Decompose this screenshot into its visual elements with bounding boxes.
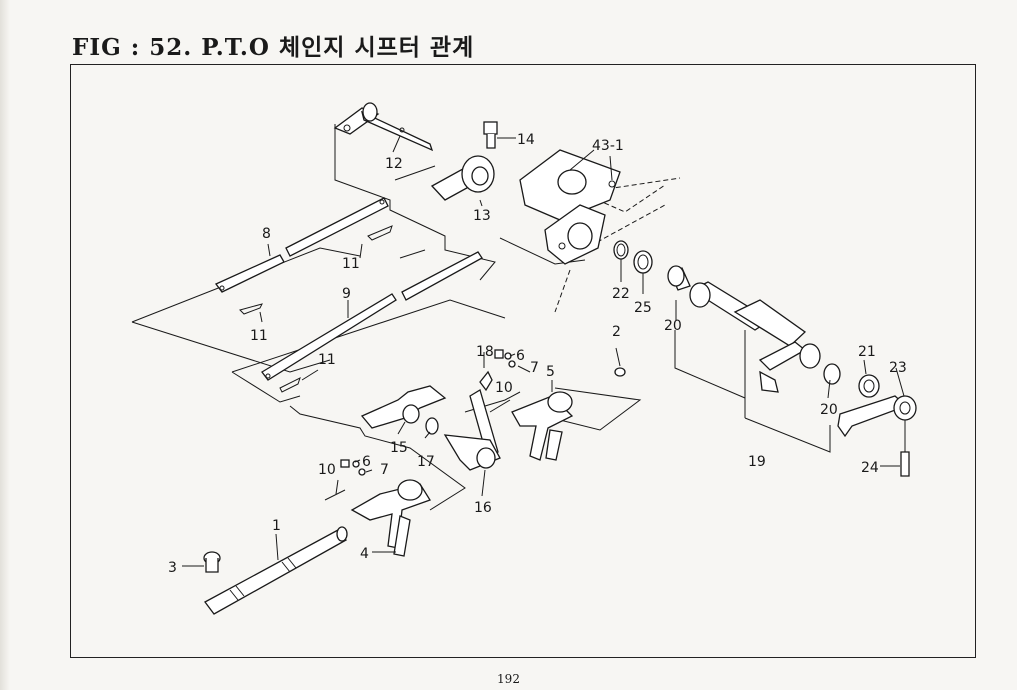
- part-10-pin-a: [489, 399, 511, 413]
- part-15b-roller: [402, 404, 420, 424]
- label-10-b: 10: [318, 462, 336, 478]
- label-25: 25: [634, 300, 652, 316]
- part-1-shift-rod: [204, 526, 348, 615]
- part-43-1-housing: [519, 149, 621, 265]
- part-11-pin-a: [367, 225, 426, 259]
- label-14: 14: [517, 132, 535, 148]
- label-3: 3: [168, 560, 177, 576]
- part-16-lever: [443, 370, 501, 471]
- part-17-ring: [425, 417, 439, 435]
- part-9-rod: [261, 251, 483, 381]
- part-24-pin: [880, 420, 910, 477]
- label-16: 16: [474, 500, 492, 516]
- label-4: 4: [360, 546, 369, 562]
- part-5-fork: [511, 391, 574, 461]
- label-11-a: 11: [342, 256, 360, 272]
- part-21-roller: [858, 374, 880, 398]
- part-10-pin-b: [324, 489, 346, 501]
- page-edge: [0, 0, 10, 690]
- figure-title: FIG : 52. P.T.O 체인지 시프터 관계: [72, 34, 475, 61]
- label-19: 19: [748, 454, 766, 470]
- part-11-pin-c: [279, 377, 301, 393]
- part-14-bolt: [483, 121, 516, 149]
- exploded-parts-diagram: 12 14 13 43-1 8 11 9 11 11 2 22 25 20 2 …: [131, 102, 917, 615]
- part-4-fork: [350, 479, 431, 557]
- label-6-a: 6: [516, 348, 525, 364]
- part-25-collar: [633, 250, 653, 294]
- part-11-pin-b: [239, 303, 263, 315]
- part-6-ball-b: [340, 459, 360, 468]
- label-20-a: 20: [664, 318, 682, 334]
- label-12: 12: [385, 156, 403, 172]
- label-15: 15: [390, 440, 408, 456]
- label-22: 22: [612, 286, 630, 302]
- label-24: 24: [861, 460, 879, 476]
- part-7-spring-a: [508, 360, 516, 368]
- label-21: 21: [858, 344, 876, 360]
- label-1: 1: [272, 518, 281, 534]
- label-10-a: 10: [495, 380, 513, 396]
- part-18-plug: [494, 349, 504, 359]
- label-43-1: 43-1: [592, 138, 624, 154]
- part-3-bolt: [203, 551, 221, 573]
- label-8: 8: [262, 226, 271, 242]
- part-13-arm: [430, 155, 495, 201]
- part-labels: 12 14 13 43-1 8 11 9 11 11 2 22 25 20 2 …: [168, 132, 907, 576]
- page-number: 192: [497, 672, 520, 686]
- label-20-b: 20: [820, 402, 838, 418]
- label-23: 23: [889, 360, 907, 376]
- diagram-frame: [70, 64, 976, 658]
- label-7-a: 7: [530, 360, 539, 376]
- part-2-ball: [614, 367, 626, 377]
- label-5: 5: [546, 364, 555, 380]
- part-23-arm: [837, 395, 917, 438]
- part-12-shaft: [333, 102, 434, 152]
- label-17: 17: [417, 454, 435, 470]
- label-2: 2: [612, 324, 621, 340]
- part-8-rod: [214, 197, 389, 293]
- label-18: 18: [476, 344, 494, 360]
- leader-lines: [182, 135, 905, 567]
- label-7-b: 7: [380, 462, 389, 478]
- part-22-snap-ring: [613, 240, 629, 282]
- label-13: 13: [473, 208, 491, 224]
- label-11-c: 11: [318, 352, 336, 368]
- label-6-b: 6: [362, 454, 371, 470]
- part-15-plate: [360, 385, 447, 429]
- label-9: 9: [342, 286, 351, 302]
- part-7-spring-b: [358, 468, 366, 476]
- label-11-b: 11: [250, 328, 268, 344]
- part-20-bushing: [667, 265, 685, 287]
- part-20b-bushing: [823, 363, 841, 385]
